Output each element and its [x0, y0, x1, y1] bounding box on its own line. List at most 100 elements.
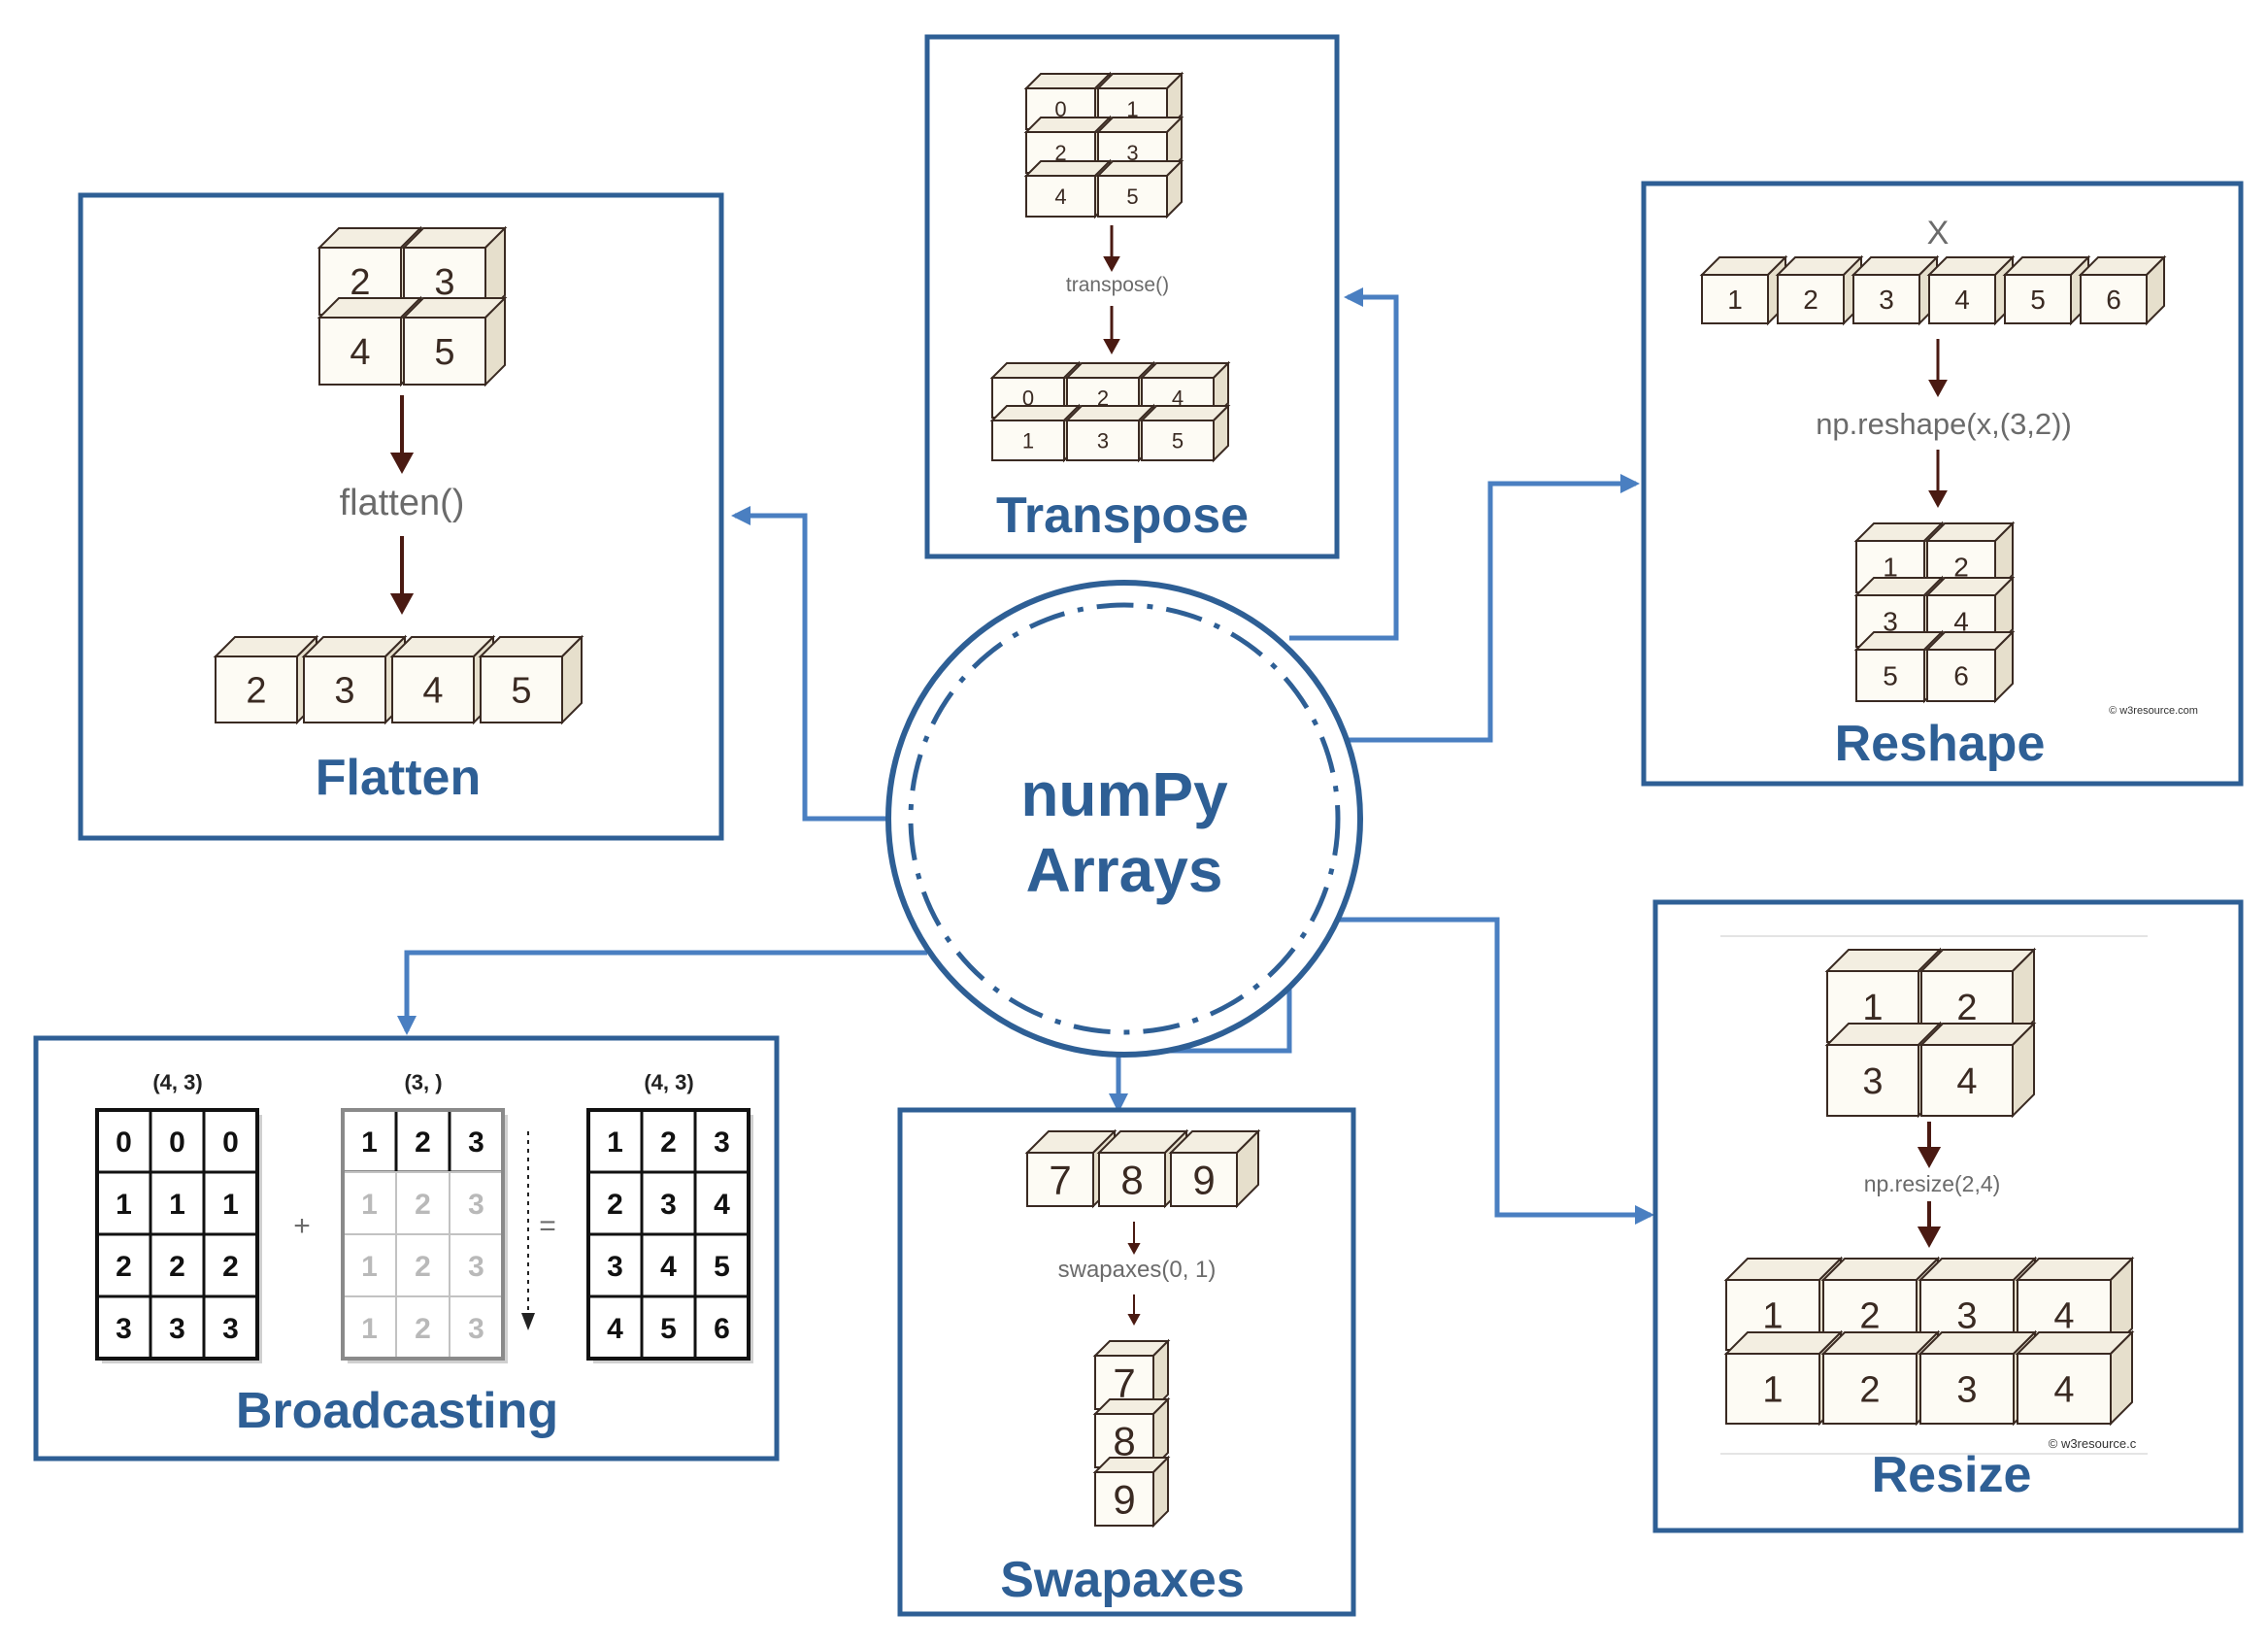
reshape-output-cube-value: 6	[1953, 661, 1969, 691]
reshape-arrow-top	[1928, 339, 1948, 397]
broadcasting-b-table-value: 1	[361, 1126, 378, 1159]
reshape-input-cube-value: 3	[1879, 285, 1894, 315]
reshape-operation: np.reshape(x,(3,2))	[1816, 407, 2072, 441]
broadcasting-b-table-value: 3	[468, 1313, 484, 1345]
broadcasting-shape-c: (4, 3)	[644, 1070, 693, 1094]
transpose-input-cube-face	[1025, 175, 1096, 218]
flatten-input-cube-value: 2	[350, 262, 370, 303]
transpose-output-cube-value: 5	[1172, 428, 1184, 453]
broadcasting-b-table-cell	[395, 1233, 450, 1297]
swapaxes-arrow-top	[1127, 1222, 1141, 1255]
connector-flatten	[731, 506, 888, 822]
broadcasting-a-table-value: 1	[116, 1189, 132, 1221]
flatten-input-cube-grid: 2 3 4 5	[317, 225, 508, 387]
connector-transpose	[1289, 287, 1399, 641]
center-node: numPy Arrays	[885, 580, 1363, 1058]
transpose-input-cube: 5	[1095, 158, 1184, 219]
broadcasting-c-table-value: 5	[714, 1251, 730, 1283]
flatten-output-cube-value: 5	[511, 671, 531, 712]
broadcasting-a-table-value: 0	[222, 1126, 239, 1159]
transpose-output-cube-value: 0	[1022, 386, 1034, 410]
reshape-input-cube-face	[1928, 274, 1996, 324]
flatten-output-cube-value: 2	[246, 671, 266, 712]
resize-input-cube-value: 3	[1862, 1061, 1883, 1102]
transpose-output-cube-value: 2	[1097, 386, 1109, 410]
resize-arrow-bottom	[1917, 1201, 1942, 1248]
swapaxes-input-cube-face	[1170, 1152, 1238, 1207]
swapaxes-input-cube-face	[1026, 1152, 1094, 1207]
broadcasting-c-table-border	[586, 1108, 750, 1361]
broadcasting-b-table-value: 2	[415, 1251, 431, 1283]
resize-watermark: © w3resource.c	[2049, 1436, 2137, 1451]
resize-output-cube: 4	[2015, 1329, 2135, 1427]
connector-resize	[1335, 917, 1654, 1225]
resize-input-cube: 4	[1918, 1021, 2037, 1119]
reshape-output-cube-face	[1926, 649, 1996, 702]
broadcasting-a-table-value: 3	[169, 1313, 185, 1345]
transpose-output-cube: 5	[1139, 403, 1231, 463]
reshape-output-cube-value: 2	[1953, 553, 1969, 583]
reshape-input-cube-value: 4	[1954, 285, 1970, 315]
flatten-output-cube-face	[391, 655, 475, 723]
broadcasting-a-table-value: 2	[116, 1251, 132, 1283]
broadcasting-b-table-cell	[395, 1171, 450, 1235]
broadcasting-b-table-value: 2	[415, 1126, 431, 1159]
connector-reshape	[1345, 474, 1640, 743]
broadcasting-shape-a: (4, 3)	[152, 1070, 202, 1094]
reshape-input-cube-value: 6	[2106, 285, 2121, 315]
broadcasting-c-table-value: 4	[607, 1313, 623, 1345]
flatten-input-cube-value: 5	[434, 332, 454, 373]
flatten-output-cube-face	[303, 655, 386, 723]
swapaxes-output-cube-face	[1094, 1471, 1154, 1527]
reshape-input-cube-face	[2080, 274, 2148, 324]
swapaxes-output-cube-value: 8	[1113, 1419, 1135, 1464]
broadcasting-equals: =	[539, 1210, 556, 1242]
broadcasting-c-table-value: 3	[607, 1251, 623, 1283]
resize-output-cube-face	[1919, 1353, 2015, 1425]
broadcasting-a-table-value: 1	[169, 1189, 185, 1221]
broadcasting-b-table-value: 3	[468, 1126, 484, 1159]
broadcasting-c-table-value: 4	[660, 1251, 677, 1283]
reshape-input-cube: 3	[1851, 254, 1940, 326]
reshape-input-cube: 5	[2002, 254, 2091, 326]
flatten-input-cube-value: 3	[434, 262, 454, 303]
reshape-variable: X	[1927, 215, 1950, 252]
transpose-output-cube-face	[1141, 420, 1215, 461]
resize-input-cube-face	[1920, 1044, 2014, 1117]
resize-output-cube-value: 4	[2053, 1296, 2074, 1337]
reshape-input-cube-value: 2	[1803, 285, 1818, 315]
reshape-input-cube: 2	[1775, 254, 1864, 326]
broadcasting-c-table-value: 1	[607, 1126, 623, 1159]
flatten-input-cube-value: 4	[350, 332, 370, 373]
reshape-output-cube-value: 4	[1953, 607, 1969, 637]
reshape-input-cube-value: 5	[2030, 285, 2046, 315]
transpose-input-cube-face	[1097, 175, 1168, 218]
transpose-input-cube: 1	[1095, 71, 1184, 132]
reshape-output-cube-value: 5	[1883, 661, 1898, 691]
swapaxes-output-cube-value: 9	[1113, 1477, 1135, 1523]
transpose-arrow-bottom	[1103, 306, 1120, 354]
resize-input-cube-face	[1826, 1044, 1919, 1117]
broadcasting-c-table-value: 2	[607, 1189, 623, 1221]
connectors	[397, 287, 1654, 1225]
broadcasting-a-table-border	[95, 1108, 259, 1361]
transpose-input-cube-value: 5	[1126, 185, 1138, 209]
resize-output-cube-value: 2	[1859, 1370, 1880, 1411]
broadcasting-c-table-value: 3	[714, 1126, 730, 1159]
resize-output-cube-value: 2	[1859, 1296, 1880, 1337]
broadcasting-a-table-value: 3	[116, 1313, 132, 1345]
resize-output-cube-value: 4	[2053, 1370, 2074, 1411]
reshape-input-cube-face	[1701, 274, 1769, 324]
resize-output-cube-value: 3	[1956, 1370, 1977, 1411]
broadcasting-b-table-cell	[395, 1295, 450, 1360]
reshape-title: Reshape	[1835, 716, 2046, 772]
broadcasting-title: Broadcasting	[236, 1383, 558, 1439]
flatten-output-cube-value: 3	[334, 671, 354, 712]
